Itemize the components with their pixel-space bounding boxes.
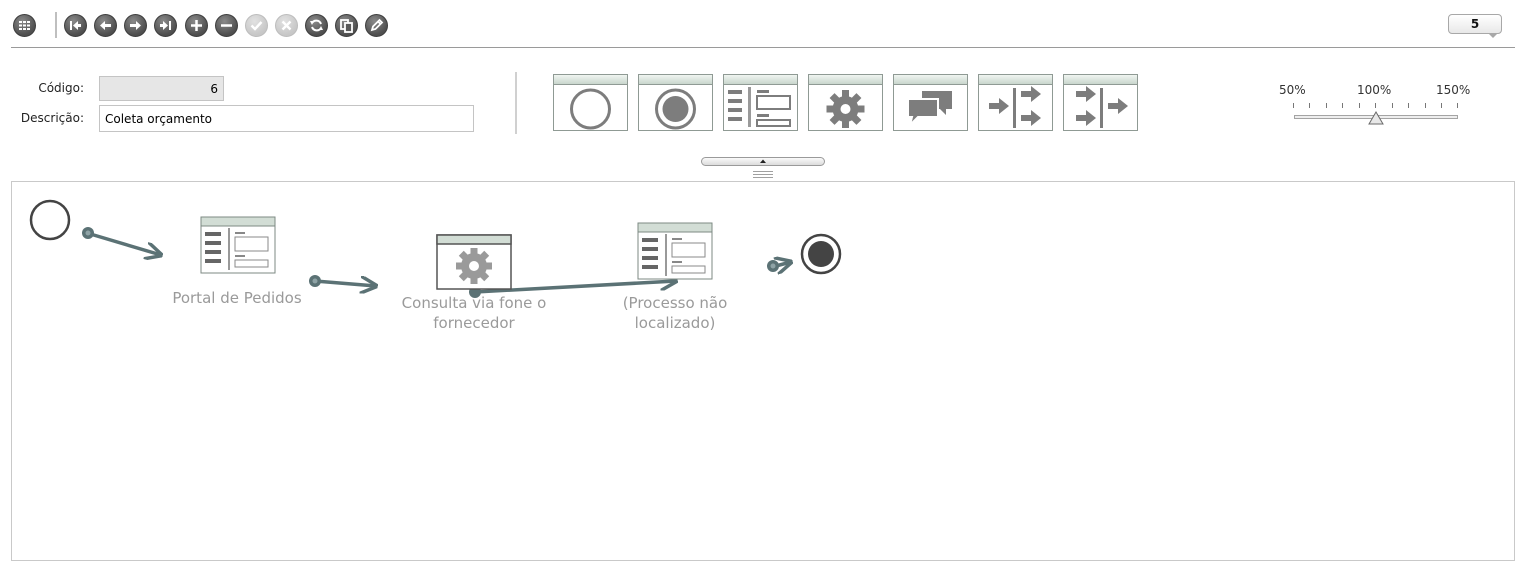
connector-consulta-processo[interactable] <box>473 281 676 294</box>
palette-start-event[interactable] <box>553 74 628 131</box>
form-palette-separator <box>515 72 517 134</box>
consulta-node[interactable] <box>436 234 512 290</box>
refresh-icon[interactable] <box>305 14 328 37</box>
portal-de-pedidos-label: Portal de Pedidos <box>172 289 302 307</box>
gear-icon <box>456 248 492 284</box>
descricao-field[interactable] <box>99 105 474 132</box>
add-icon[interactable] <box>185 14 208 37</box>
diagram-canvas[interactable]: Portal de Pedidos Consulta via fone o fo… <box>11 181 1515 561</box>
palette-end-event[interactable] <box>638 74 713 131</box>
zoom-max-label: 150% <box>1436 83 1471 97</box>
codigo-label: Código: <box>38 81 84 95</box>
cancel-icon[interactable] <box>275 14 298 37</box>
toolbar-separator <box>55 12 57 38</box>
processo-nao-localizado-node[interactable] <box>637 222 713 280</box>
page-number-badge[interactable]: 5 <box>1448 14 1502 34</box>
remove-icon[interactable] <box>215 14 238 37</box>
zoom-mid-label: 100% <box>1357 83 1392 97</box>
zoom-slider-thumb[interactable] <box>1368 111 1384 125</box>
palette-message-activity[interactable] <box>893 74 968 131</box>
palette-split[interactable] <box>978 74 1053 131</box>
chat-bubbles-icon <box>907 91 952 129</box>
split-icon <box>989 86 1041 128</box>
confirm-icon[interactable] <box>245 14 268 37</box>
codigo-field[interactable] <box>99 76 224 101</box>
page-number-badge-tail <box>1488 33 1498 38</box>
consulta-label: Consulta via fone o fornecedor <box>401 294 547 332</box>
next-icon[interactable] <box>124 14 147 37</box>
start-event-node[interactable] <box>29 199 71 241</box>
diagram-svg <box>29 199 842 298</box>
previous-icon[interactable] <box>94 14 117 37</box>
toolbar-divider <box>11 47 1515 48</box>
join-icon <box>1076 86 1128 128</box>
descricao-label: Descrição: <box>20 111 84 125</box>
last-icon[interactable] <box>154 14 177 37</box>
end-event-icon <box>655 88 696 130</box>
start-event-icon <box>570 88 611 130</box>
palette-join[interactable] <box>1063 74 1138 131</box>
palette-automatic-activity[interactable] <box>808 74 883 131</box>
collapse-panel-button[interactable] <box>701 157 825 166</box>
gear-icon <box>826 90 865 128</box>
edit-icon[interactable] <box>365 14 388 37</box>
end-event-node[interactable] <box>800 233 842 275</box>
connector-portal-consulta[interactable] <box>313 281 376 286</box>
form-activity-icon <box>728 87 791 127</box>
processo-nao-localizado-label: (Processo não localizado) <box>622 294 728 332</box>
zoom-min-label: 50% <box>1279 83 1306 97</box>
portal-de-pedidos-node[interactable] <box>200 216 276 274</box>
palette-form-activity[interactable] <box>723 74 798 131</box>
first-icon[interactable] <box>64 14 87 37</box>
copy-icon[interactable] <box>335 14 358 37</box>
connector-start-portal[interactable] <box>85 231 161 255</box>
grid-icon[interactable] <box>13 14 36 37</box>
